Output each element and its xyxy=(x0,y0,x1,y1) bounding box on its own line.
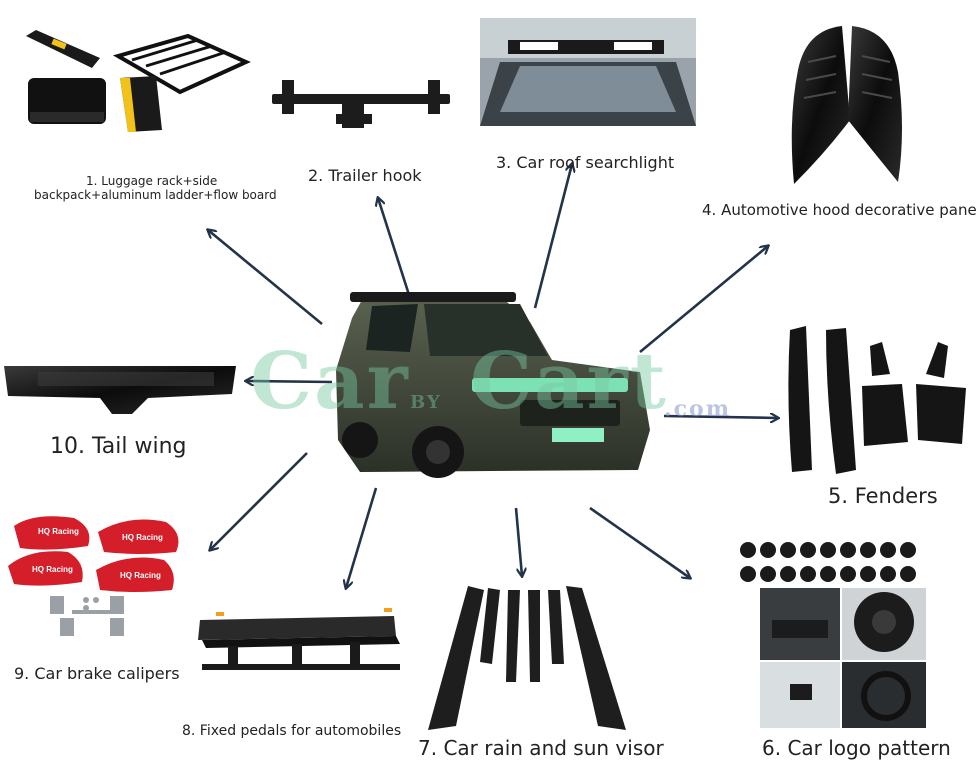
hood-panel-image xyxy=(791,26,902,184)
roof-searchlight-image xyxy=(480,18,696,126)
caliper-text-1: HQ Racing xyxy=(38,527,79,536)
arrow-to-calipers xyxy=(210,452,308,550)
tail-wing-image xyxy=(4,366,236,414)
watermark-by: BY xyxy=(410,392,442,413)
watermark-cart: Cart xyxy=(470,336,668,427)
label-tail-wing: 10. Tail wing xyxy=(50,434,187,459)
arrow-to-luggage-rack xyxy=(208,230,323,326)
luggage-rack-image xyxy=(26,30,251,132)
label-hood-panel: 4. Automotive hood decorative panel xyxy=(702,201,976,219)
watermark-car: Car xyxy=(250,336,410,427)
fixed-pedals-image xyxy=(198,608,400,670)
logo-caps-row xyxy=(740,542,916,582)
label-brake-calipers: 9. Car brake calipers xyxy=(14,664,180,683)
label-fixed-pedals: 8. Fixed pedals for automobiles xyxy=(182,723,402,739)
arrow-to-rain-visor xyxy=(514,507,522,576)
caliper-text-2: HQ Racing xyxy=(122,533,163,542)
arrow-to-hood-panel xyxy=(639,246,768,354)
label-roof-searchlight: 3. Car roof searchlight xyxy=(496,153,675,172)
label-trailer-hook: 2. Trailer hook xyxy=(308,166,422,185)
label-luggage-rack-line1: 1. Luggage rack+side xyxy=(86,174,218,188)
trailer-hook-image xyxy=(272,80,450,128)
caliper-text-3: HQ Racing xyxy=(32,565,73,574)
label-logo-pattern: 6. Car logo pattern xyxy=(762,736,951,760)
arrow-to-pedals xyxy=(346,487,378,588)
logo-pattern-image xyxy=(740,542,926,728)
label-luggage-rack-line2: backpack+aluminum ladder+flow board xyxy=(34,188,277,202)
arrow-to-tail-wing xyxy=(246,381,333,382)
arrow-to-searchlight xyxy=(533,164,572,309)
rain-visor-image xyxy=(428,586,626,730)
arrow-to-fenders xyxy=(663,416,778,418)
caliper-text-4: HQ Racing xyxy=(120,571,161,580)
label-rain-visor: 7. Car rain and sun visor xyxy=(418,736,664,760)
fenders-image xyxy=(788,326,966,474)
arrow-to-trailer-hook xyxy=(378,198,412,299)
brake-calipers-image xyxy=(8,516,179,636)
label-fenders: 5. Fenders xyxy=(828,484,938,508)
watermark-domain: .com xyxy=(664,396,732,422)
arrows xyxy=(208,164,778,588)
central-suv-image xyxy=(336,292,650,478)
arrow-to-logo-pattern xyxy=(589,506,690,578)
